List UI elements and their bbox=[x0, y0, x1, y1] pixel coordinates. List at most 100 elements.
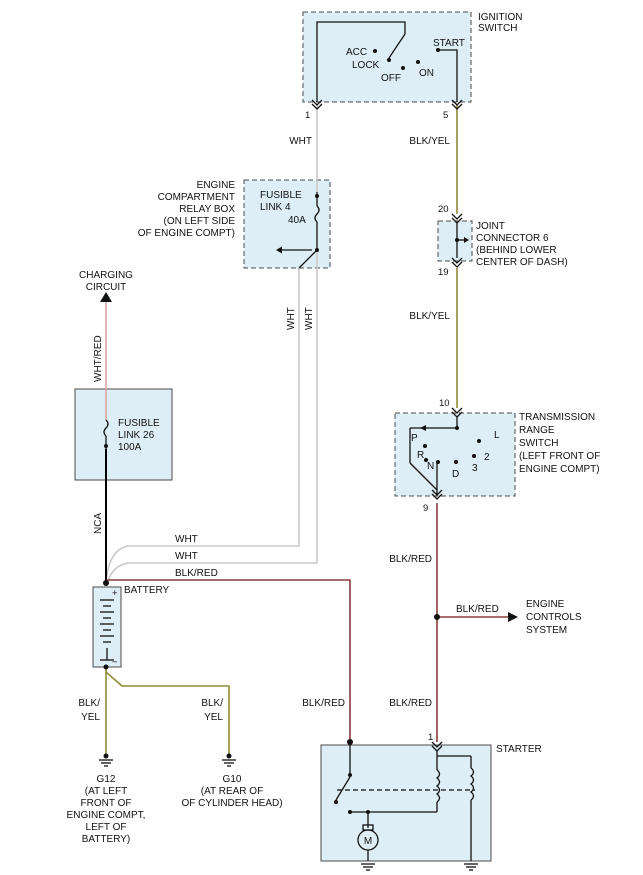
wire-label-blk-red-starter-r: BLK/RED bbox=[389, 698, 432, 709]
fusible-link-4-line-1: FUSIBLE bbox=[260, 190, 302, 201]
ignition-pos-lock: LOCK bbox=[352, 60, 380, 71]
fusible-link-4-line-3: 40A bbox=[288, 215, 306, 226]
battery-label: BATTERY bbox=[124, 585, 170, 596]
transmission-pos-2: 2 bbox=[484, 452, 490, 463]
fusible-link-26-box bbox=[74, 388, 173, 481]
wire-wht-to-battery-b[interactable] bbox=[105, 268, 300, 581]
relay-box-label-2: COMPARTMENT bbox=[158, 192, 235, 203]
splice-engine-controls bbox=[434, 614, 440, 620]
starter-internals bbox=[334, 739, 475, 861]
relay-box-label-5: OF ENGINE COMPT) bbox=[138, 228, 235, 239]
charging-circuit-label-1: CHARGING bbox=[79, 270, 133, 281]
wire-label-wht-vert-b: WHT bbox=[304, 307, 315, 330]
fusible-link-26-internals bbox=[103, 419, 109, 449]
g12-label-3: FRONT OF bbox=[81, 798, 132, 809]
wire-label-blk-yel-jc: BLK/YEL bbox=[409, 311, 450, 322]
engine-controls-label-1: ENGINE bbox=[526, 599, 565, 610]
relay-box-label-1: ENGINE bbox=[197, 180, 236, 191]
transmission-pos-3: 3 bbox=[472, 463, 478, 474]
starter-ground-field-icon bbox=[464, 863, 478, 871]
g12-label-5: LEFT OF bbox=[86, 822, 127, 833]
relay-box-label-4: (ON LEFT SIDE bbox=[164, 216, 236, 227]
charging-arrow-icon bbox=[100, 292, 112, 302]
starter-ground-motor-icon bbox=[361, 863, 375, 871]
wire-label-blk-yel-ignition: BLK/YEL bbox=[409, 136, 450, 147]
transmission-pos-n: N bbox=[427, 461, 434, 472]
joint-connector-label-1: JOINT bbox=[476, 221, 505, 232]
wire-label-nca: NCA bbox=[93, 513, 104, 534]
g10-label-1: G10 bbox=[223, 774, 242, 785]
g12-label-6: BATTERY) bbox=[82, 834, 131, 845]
transmission-switch-internals bbox=[409, 407, 481, 500]
joint-connector-label-3: (BEHIND LOWER bbox=[476, 245, 557, 256]
starter-box bbox=[320, 744, 492, 862]
wire-label-blk-yel-g12-b: YEL bbox=[81, 712, 100, 723]
transmission-label-5: ENGINE COMPT) bbox=[519, 464, 600, 475]
engine-controls-label-2: CONTROLS bbox=[526, 612, 582, 623]
ignition-pos-on: ON bbox=[419, 68, 434, 79]
wire-label-blk-red-h: BLK/RED bbox=[175, 568, 218, 579]
joint-connector-label-4: CENTER OF DASH) bbox=[476, 257, 568, 268]
wire-label-blk-red-starter-l: BLK/RED bbox=[302, 698, 345, 709]
ignition-switch-title-2: SWITCH bbox=[478, 23, 517, 34]
wire-label-blk-yel-g12-a: BLK/ bbox=[78, 698, 100, 709]
joint-connector-pin-19: 19 bbox=[438, 267, 449, 278]
joint-connector-internals bbox=[451, 213, 469, 268]
battery-plus-sign: + bbox=[112, 588, 118, 599]
fusible-link-4-internals bbox=[276, 192, 320, 269]
transmission-label-3: SWITCH bbox=[519, 438, 558, 449]
starter-motor-label: M bbox=[364, 836, 372, 847]
wire-label-wht-h2: WHT bbox=[175, 551, 198, 562]
ignition-switch-internals bbox=[316, 21, 458, 102]
ground-g10-icon bbox=[222, 753, 236, 767]
g10-label-3: OF CYLINDER HEAD) bbox=[181, 798, 282, 809]
joint-connector-label-2: CONNECTOR 6 bbox=[476, 233, 549, 244]
transmission-pos-p: P bbox=[411, 433, 418, 444]
charging-circuit-label-2: CIRCUIT bbox=[86, 282, 127, 293]
battery-minus-sign: − bbox=[112, 657, 118, 668]
transmission-pos-r: R bbox=[417, 450, 424, 461]
ground-g12-icon bbox=[99, 753, 113, 767]
ignition-pos-acc: ACC bbox=[346, 47, 367, 58]
battery-positive-node bbox=[103, 580, 109, 586]
g10-label-2: (AT REAR OF bbox=[201, 786, 263, 797]
starter-pin-1: 1 bbox=[428, 732, 433, 743]
wire-label-wht-ignition: WHT bbox=[289, 136, 312, 147]
starter-label: STARTER bbox=[496, 744, 542, 755]
fusible-link-26-line-1: FUSIBLE bbox=[118, 418, 160, 429]
battery-cells-icon bbox=[100, 599, 114, 661]
battery-negative-node bbox=[103, 664, 109, 670]
g12-label-2: (AT LEFT bbox=[85, 786, 127, 797]
transmission-pos-d: D bbox=[452, 469, 459, 480]
transmission-pin-9: 9 bbox=[423, 503, 428, 514]
ignition-pin-1-connector bbox=[311, 99, 323, 110]
ignition-switch-box bbox=[302, 11, 472, 103]
g12-label-4: ENGINE COMPT, bbox=[67, 810, 146, 821]
fusible-link-26-line-3: 100A bbox=[118, 442, 142, 453]
wire-blk-yel-g10[interactable] bbox=[105, 671, 230, 755]
engine-controls-label-3: SYSTEM bbox=[526, 625, 567, 636]
transmission-pin-10: 10 bbox=[439, 398, 450, 409]
ignition-pos-start: START bbox=[433, 38, 465, 49]
transmission-label-1: TRANSMISSION bbox=[519, 412, 595, 423]
ignition-switch-title-1: IGNITION bbox=[478, 12, 522, 23]
wire-blk-red-battery-starter[interactable] bbox=[106, 579, 351, 742]
wire-label-blk-red-trs: BLK/RED bbox=[389, 554, 432, 565]
joint-connector-pin-20: 20 bbox=[438, 204, 449, 215]
wire-wht-to-battery-a[interactable] bbox=[107, 250, 318, 583]
fusible-link-26-line-2: LINK 26 bbox=[118, 430, 155, 441]
engine-controls-arrow-icon bbox=[508, 612, 518, 622]
transmission-pos-l: L bbox=[494, 430, 500, 441]
transmission-switch-box bbox=[394, 412, 516, 497]
wire-label-wht-h1: WHT bbox=[175, 534, 198, 545]
relay-box-label-3: RELAY BOX bbox=[179, 204, 235, 215]
ignition-pin-1: 1 bbox=[305, 110, 310, 121]
ignition-pos-off: OFF bbox=[381, 73, 401, 84]
g12-label-1: G12 bbox=[97, 774, 116, 785]
fusible-link-4-line-2: LINK 4 bbox=[260, 202, 291, 213]
transmission-label-4: (LEFT FRONT OF bbox=[519, 451, 600, 462]
ignition-pin-5: 5 bbox=[443, 110, 448, 121]
wire-label-wht-vert-a: WHT bbox=[286, 307, 297, 330]
wire-label-wht-red: WHT/RED bbox=[93, 335, 104, 382]
